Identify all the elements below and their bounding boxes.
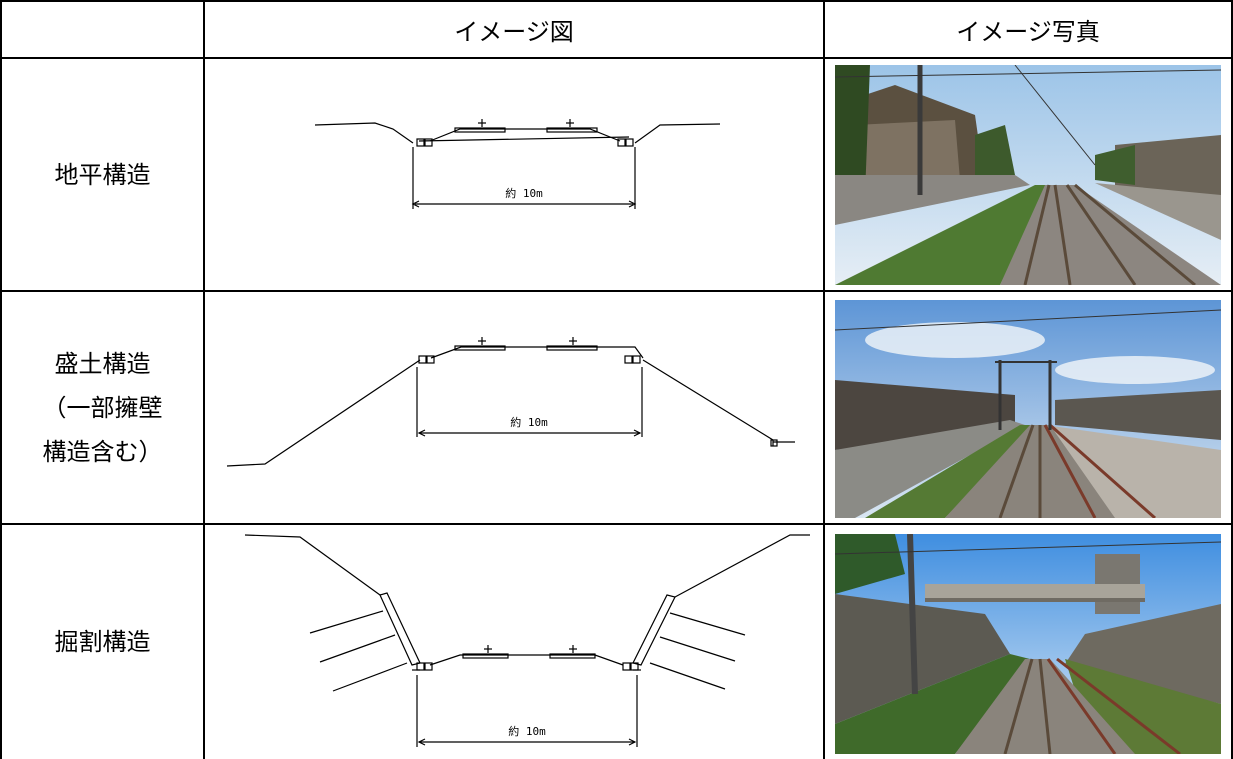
table-border-col1	[203, 0, 205, 759]
photo-embankment	[835, 300, 1221, 518]
table-border-col2	[823, 0, 825, 759]
table-border-header	[0, 57, 1233, 59]
photo-cutting	[835, 534, 1221, 754]
table-border-left	[0, 0, 2, 759]
table-border-row2	[0, 523, 1233, 525]
header-diagram: イメージ図	[454, 18, 574, 46]
dimension-label-cutting: 約 10m	[508, 724, 546, 738]
dimension-label-ground: 約 10m	[505, 186, 543, 200]
header-photo: イメージ写真	[956, 18, 1100, 46]
table-border-row1	[0, 290, 1233, 292]
diagram-embankment: 約 10m	[226, 337, 795, 467]
dimension-label-embankment: 約 10m	[510, 415, 548, 429]
row-label-embankment: 盛土構造 （一部擁壁 構造含む）	[42, 349, 163, 466]
table-border-top	[0, 0, 1233, 2]
diagram-ground-level: 約 10m	[314, 119, 721, 209]
table-border-right	[1231, 0, 1233, 759]
diagram-cutting: 約 10m	[244, 534, 810, 747]
row-label-cutting: 掘割構造	[54, 628, 151, 656]
photo-ground-level	[835, 65, 1221, 285]
row-label-ground: 地平構造	[54, 160, 151, 189]
